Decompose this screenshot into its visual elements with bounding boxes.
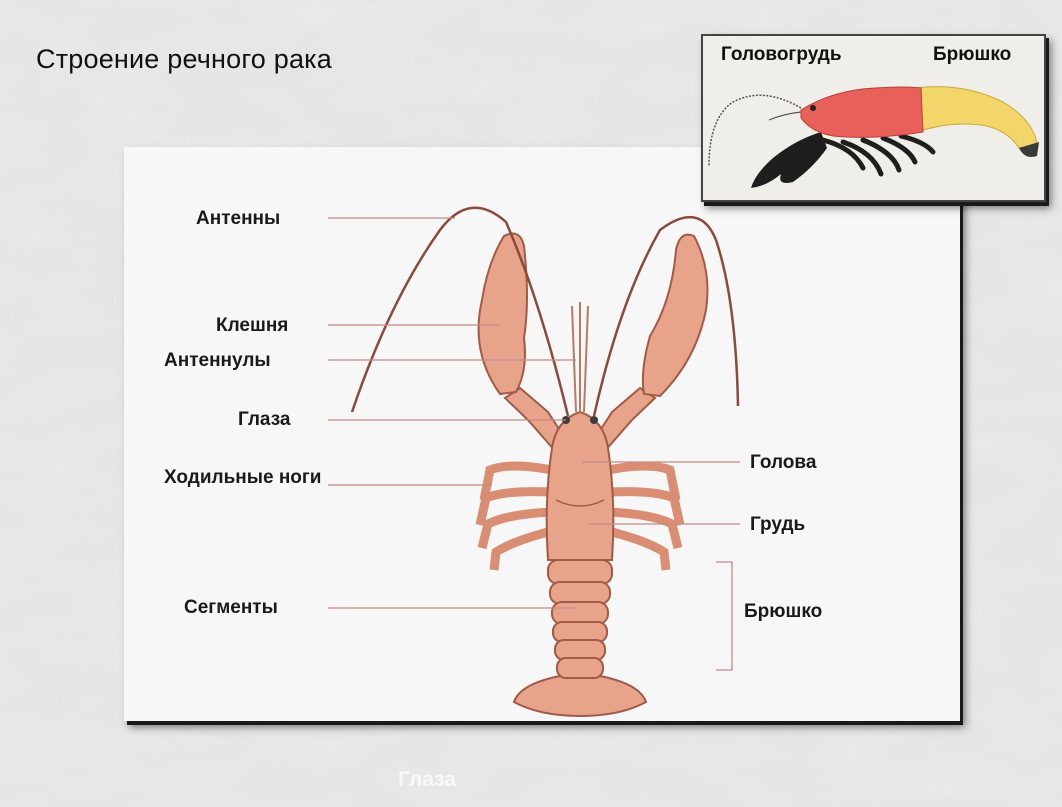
inset-claw [751,132,827,188]
ghost-caption: Глаза [398,768,456,792]
inset-box: Головогрудь Брюшко [701,34,1046,202]
tail-fan [514,676,646,716]
label-head: Голова [750,451,816,475]
abdomen-segment [557,658,603,678]
abdomen-segment [548,560,612,584]
abdomen-segment [550,582,610,604]
abdomen-bracket [716,562,732,670]
abdomen-segment [552,602,608,624]
right-eye [590,416,598,424]
inset-crayfish-illustration [703,36,1046,202]
right-claw [643,235,708,396]
inset-abdomen [915,87,1037,148]
label-eyes: Глаза [238,408,290,432]
cephalothorax [547,412,614,560]
label-walking-legs: Ходильные ноги [164,466,324,490]
label-claw: Клешня [216,314,288,338]
label-thorax: Грудь [750,513,805,537]
label-segments: Сегменты [184,596,278,620]
label-antennules: Антеннулы [164,349,271,373]
label-abdomen: Брюшко [744,600,822,624]
inset-cephalothorax [801,87,923,137]
label-antennae: Антенны [196,207,280,231]
left-antenna [352,208,568,416]
